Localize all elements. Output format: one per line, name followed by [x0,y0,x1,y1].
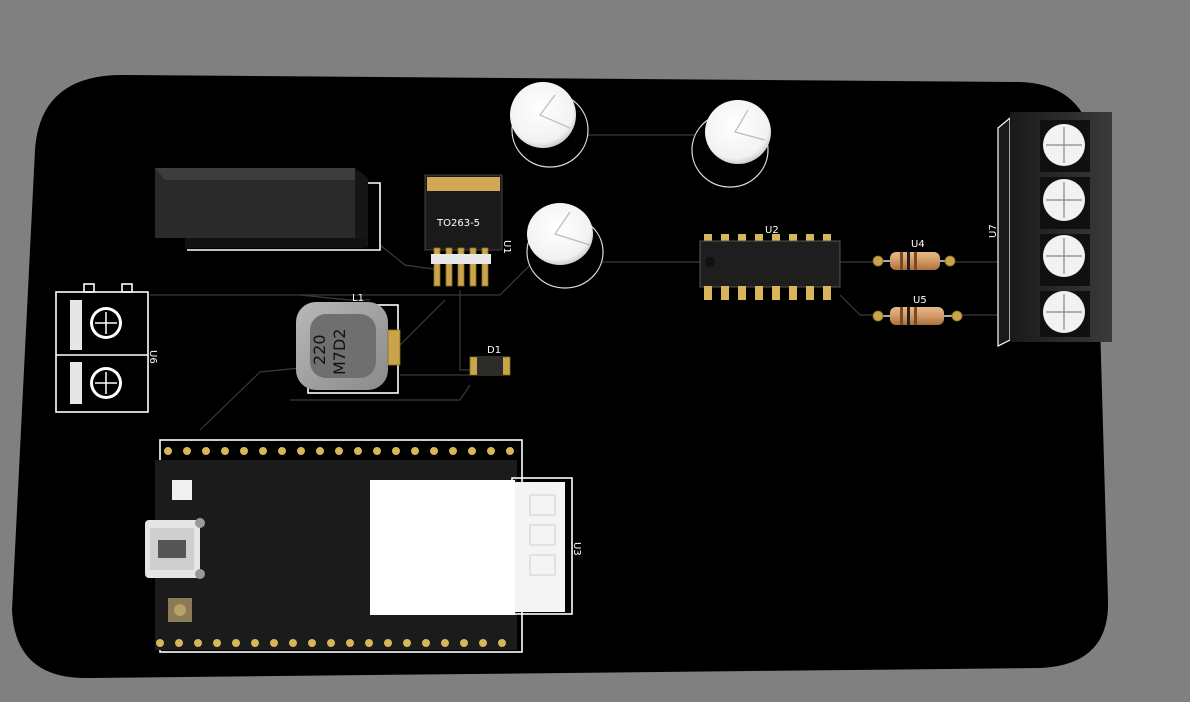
diode-d1[interactable]: D1 [469,345,511,376]
u4-designator: U4 [911,239,925,250]
u1-designator: U1 [501,240,512,254]
u3-designator: U3 [571,542,582,556]
u1-package-label: TO263-5 [436,218,480,229]
screw-terminal-u6[interactable]: U6 [55,283,158,413]
capacitor-c2[interactable] [691,100,771,188]
black-block-component[interactable] [155,168,381,251]
capacitor-c3[interactable] [526,203,604,289]
trace-layer [150,134,1000,431]
inductor-l1[interactable]: 220 M7D2 L1 [296,293,401,394]
u6-designator: U6 [147,350,158,364]
esp32-module-shield [370,480,515,615]
ic-u2[interactable]: U2 [699,225,841,300]
resistor-u4[interactable]: U4 [872,239,956,270]
reset-button[interactable] [168,598,192,622]
usb-connector[interactable] [145,518,205,579]
u5-designator: U5 [913,295,927,306]
u2-designator: U2 [765,225,779,236]
dev-board-u3[interactable]: U3 [145,439,582,653]
boot-button[interactable] [172,480,192,500]
resistor-u5[interactable]: U5 [872,295,963,325]
l1-marking-line2: M7D2 [330,329,349,375]
l1-designator: L1 [352,293,364,304]
u7-designator: U7 [988,224,999,238]
dev-board-bottom-header [156,639,506,647]
dev-board-top-header [164,447,514,455]
screw-terminal-u7[interactable]: U7 [988,112,1112,347]
l1-marking-line1: 220 [310,334,329,365]
regulator-u1[interactable]: TO263-5 U1 [424,174,512,287]
d1-designator: D1 [487,345,501,356]
capacitor-c1[interactable] [510,82,589,168]
